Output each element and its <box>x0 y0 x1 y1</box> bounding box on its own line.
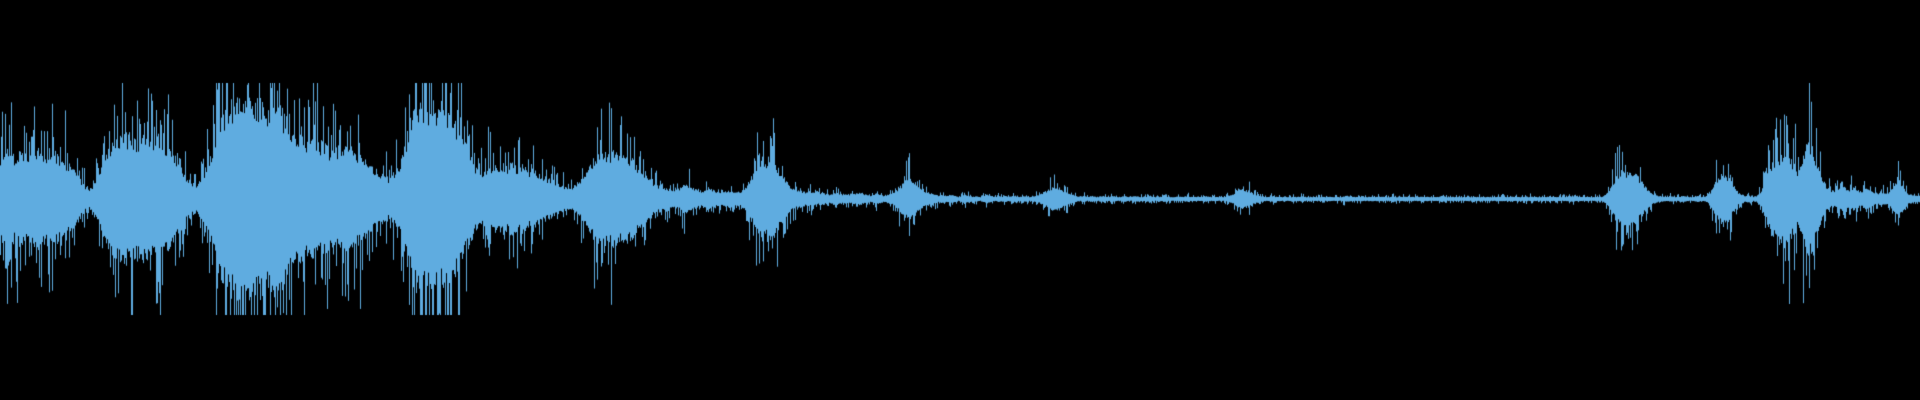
audio-waveform-canvas[interactable] <box>0 0 1920 400</box>
waveform-viewer[interactable] <box>0 0 1920 400</box>
